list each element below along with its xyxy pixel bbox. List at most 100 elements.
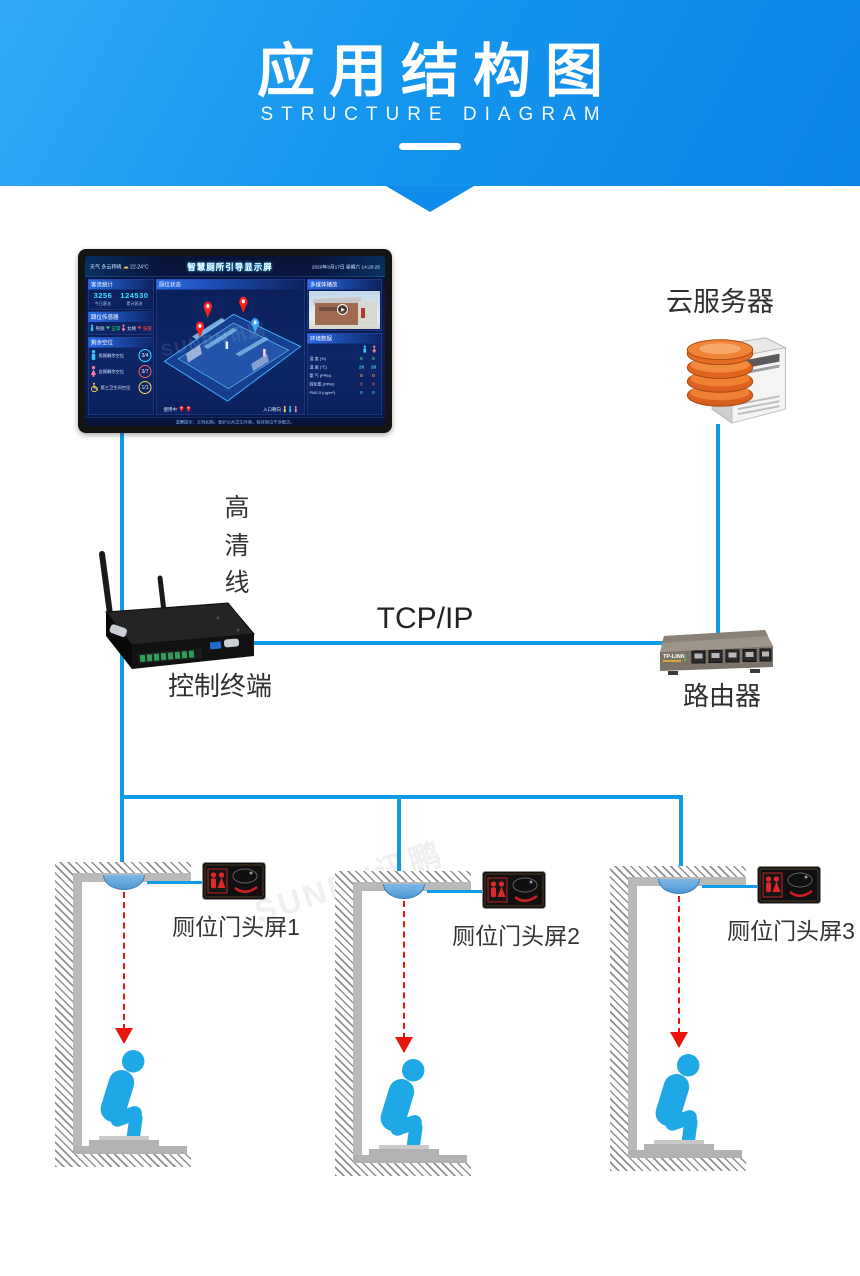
squat-platform xyxy=(99,1136,149,1141)
page-subtitle: STRUCTURE DIAGRAM xyxy=(260,104,608,125)
sensor-cable xyxy=(147,881,203,884)
door-screen xyxy=(482,871,546,909)
person-icon xyxy=(289,405,292,413)
occupied-pin-icon xyxy=(195,321,205,338)
drop-cable-2 xyxy=(397,795,401,885)
occupancy-sensor xyxy=(103,875,145,890)
wall xyxy=(335,871,353,1176)
datetime-readout: 2020年3月17日 星期六 14:20:25 xyxy=(311,264,380,270)
router-brand-text: TP-LINK xyxy=(663,654,685,660)
floor xyxy=(335,1163,471,1176)
guidance-display-monitor: 天气 多云转晴 ☁ 22-24°C 智慧厕所引导显示屏 2020年3月17日 星… xyxy=(78,249,392,433)
toilet-stall-1: 厕位门头屏1 xyxy=(55,862,335,1182)
drop-cable-3 xyxy=(679,795,683,880)
stall-label: 厕位门头屏1 xyxy=(172,914,300,940)
detection-beam xyxy=(678,896,680,1034)
floor-edge xyxy=(628,1150,742,1158)
occupancy-sensor xyxy=(658,879,700,894)
tcpip-cable xyxy=(232,641,670,645)
isometric-toilet-map xyxy=(157,290,305,404)
squatting-person-icon xyxy=(100,1050,145,1144)
legend-inuse: 使用中 xyxy=(164,405,192,413)
squatting-person-icon xyxy=(655,1054,700,1148)
stall-label: 厕位门头屏2 xyxy=(452,923,580,949)
occupied-pin-icon xyxy=(179,405,184,412)
sensor-cable xyxy=(427,890,483,893)
arrow-down-icon xyxy=(115,1028,133,1044)
detection-beam xyxy=(403,901,405,1039)
wall xyxy=(610,866,628,1171)
male-icon xyxy=(363,345,367,353)
squat-platform xyxy=(379,1145,429,1150)
arrow-down-icon xyxy=(670,1032,688,1048)
occupancy-sensor xyxy=(383,884,425,899)
stall-status-panel: 厕位状态 xyxy=(156,279,305,415)
banner-notch-icon xyxy=(386,186,474,212)
guidance-display-screen: 天气 多云转晴 ☁ 22-24°C 智慧厕所引导显示屏 2020年3月17日 星… xyxy=(85,256,385,426)
page-title: 应用结构图 xyxy=(256,39,617,104)
router-label: 路由器 xyxy=(682,681,761,711)
vacancy-panel: 剩余空位 男厕剩余空位 3/4 女厕剩余空位 3/7 xyxy=(88,337,154,415)
weather-readout: 天气 多云转晴 ☁ 22-24°C xyxy=(90,263,149,270)
vacancy-row-male: 男厕剩余空位 3/4 xyxy=(89,348,154,364)
cloud-cable xyxy=(716,424,720,634)
stall-label: 厕位门头屏3 xyxy=(727,918,855,944)
media-preview: ▶ xyxy=(309,291,380,329)
occupied-pin-icon xyxy=(186,405,191,412)
wall-edge xyxy=(73,873,82,1156)
squat-platform xyxy=(369,1149,439,1157)
control-terminal-icon xyxy=(99,551,255,669)
cloud-server-label: 云服务器 xyxy=(666,287,774,317)
vacancy-row-accessible: 第三卫生间空位 1/1 xyxy=(89,380,154,396)
media-panel: 多媒体播放 ▶ xyxy=(307,279,382,331)
squat-platform xyxy=(644,1144,714,1152)
vacant-pin-icon xyxy=(251,318,260,334)
tcpip-label: TCP/IP xyxy=(376,602,474,635)
signal-alarm-icon xyxy=(137,326,142,330)
wall-edge xyxy=(628,877,637,1160)
hd-cable-label: 高清线 xyxy=(224,494,250,597)
squat-platform xyxy=(89,1140,159,1148)
screen-title: 智慧厕所引导显示屏 xyxy=(187,262,273,273)
person-icon xyxy=(294,405,297,413)
stall-sensor-panel: 蹲位传感器 男厕 正常 女厕 xyxy=(88,311,154,335)
ceiling xyxy=(55,862,191,874)
door-screen xyxy=(757,866,821,904)
ceiling xyxy=(610,866,746,878)
play-button-icon: ▶ xyxy=(337,304,348,315)
sensor-cable xyxy=(702,885,758,888)
wheelchair-icon xyxy=(91,382,99,393)
building-side xyxy=(358,301,377,325)
building-window xyxy=(319,307,349,311)
detection-beam xyxy=(123,892,125,1030)
person-icon xyxy=(283,405,286,413)
legend-entrance: 入口朝向 xyxy=(263,405,298,413)
floor xyxy=(55,1154,191,1167)
squat-platform xyxy=(654,1140,704,1145)
occupied-pin-icon xyxy=(239,296,248,314)
floor xyxy=(610,1158,746,1171)
building-door xyxy=(361,308,365,318)
female-icon xyxy=(121,324,126,332)
cloud-weather-icon: ☁ xyxy=(122,263,129,270)
occupied-pin-icon xyxy=(203,301,212,318)
cloud-server-icon xyxy=(686,337,787,424)
female-icon xyxy=(372,345,377,353)
female-icon xyxy=(90,366,97,377)
ceiling xyxy=(335,871,471,883)
control-terminal-label: 控制终端 xyxy=(167,671,272,701)
male-icon xyxy=(91,350,96,361)
screen-topbar: 天气 多云转晴 ☁ 22-24°C 智慧厕所引导显示屏 2020年3月17日 星… xyxy=(85,256,385,277)
wall-edge xyxy=(353,882,362,1165)
toilet-stall-2: 厕位门头屏2 xyxy=(335,871,615,1191)
hero-banner: 应用结构图 STRUCTURE DIAGRAM xyxy=(0,0,860,186)
toilet-stall-3: 厕位门头屏3 xyxy=(610,866,860,1186)
wall xyxy=(55,862,73,1167)
vacancy-row-female: 女厕剩余空位 3/7 xyxy=(89,364,154,380)
door-screen xyxy=(202,862,266,900)
arrow-down-icon xyxy=(395,1037,413,1053)
floor-edge xyxy=(353,1155,467,1163)
router-icon: TP-LINK xyxy=(660,630,773,675)
